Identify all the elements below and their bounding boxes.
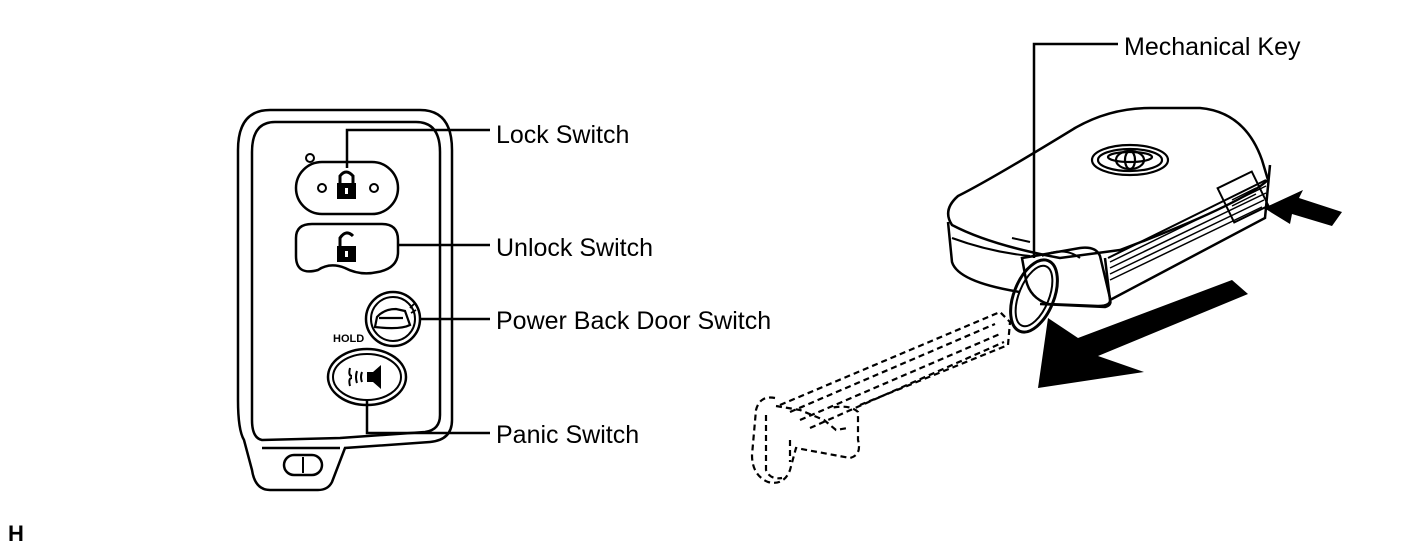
mechanical-key-label: Mechanical Key xyxy=(1124,33,1301,61)
key-fob-perspective xyxy=(946,106,1272,334)
pull-arrow-icon xyxy=(1038,280,1248,388)
figure-code: H xyxy=(8,521,24,546)
unlock-button xyxy=(294,222,400,275)
leader-lines xyxy=(345,128,490,435)
unlock-switch-label: Unlock Switch xyxy=(496,234,653,262)
release-button-icon xyxy=(282,453,324,477)
leader-lock xyxy=(345,128,490,168)
extracted-key-head xyxy=(750,396,861,484)
fob-release-slot xyxy=(1216,170,1270,224)
fob-inner-body xyxy=(250,120,442,442)
lock-switch-label: Lock Switch xyxy=(496,121,629,149)
extracted-key-dashed xyxy=(750,310,1012,484)
fob-outer-body xyxy=(236,108,454,492)
back-door-icon xyxy=(373,303,417,330)
fob-top-surface xyxy=(946,106,1270,260)
toyota-logo-icon xyxy=(1090,143,1170,177)
fob-front-face xyxy=(946,221,1021,294)
mechanical-key-head xyxy=(1020,246,1112,308)
lock-icon xyxy=(337,170,356,199)
power-back-door-switch-label: Power Back Door Switch xyxy=(496,307,771,335)
hold-label: HOLD xyxy=(333,333,364,345)
leader-mechanical-key xyxy=(1032,42,1118,258)
panic-switch-label: Panic Switch xyxy=(496,421,639,449)
panic-icon xyxy=(348,365,381,389)
leader-panic xyxy=(365,400,490,435)
key-fob-front xyxy=(236,108,454,492)
push-arrow-icon xyxy=(1264,190,1342,226)
unlock-icon xyxy=(337,231,356,262)
key-ring xyxy=(1009,258,1059,334)
indicator-led-icon xyxy=(305,153,315,163)
